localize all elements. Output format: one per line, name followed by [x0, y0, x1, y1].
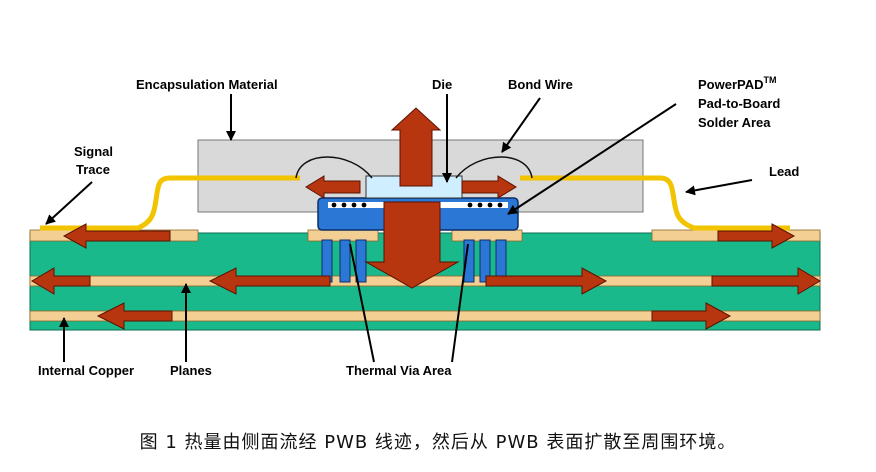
heat-arrow-top-right [717, 223, 796, 249]
heat-arrow-p2-left [96, 302, 173, 330]
powerpad-thermal-diagram: Encapsulation Material Die Bond Wire Pow… [29, 75, 821, 378]
label-internal-copper: Internal Copper [38, 363, 134, 378]
label-powerpad: PowerPADTM [698, 75, 777, 92]
bond-wire-right [455, 156, 533, 179]
heat-arrow-down [364, 201, 460, 289]
figure-caption: 图 1 热量由侧面流经 PWB 线迹，然后从 PWB 表面扩散至周围环境。 [139, 432, 737, 453]
label-planes: Planes [170, 363, 212, 378]
heat-arrow-p1-far-left [31, 267, 91, 295]
label-solder-area: Solder Area [698, 115, 771, 130]
leader-lines [45, 94, 753, 363]
heat-arrow-p1-right [485, 267, 608, 295]
heat-arrow-up [390, 107, 442, 187]
label-lead: Lead [769, 164, 799, 179]
heat-arrows [31, 107, 821, 330]
top-copper-pad-right [451, 229, 523, 242]
heat-arrow-p2-right [651, 302, 732, 330]
heat-arrow-p1-left [208, 267, 331, 295]
label-bond-wire: Bond Wire [508, 77, 573, 92]
internal-plane-2 [29, 310, 821, 322]
top-copper-pad-left [307, 229, 379, 242]
label-thermal-via: Thermal Via Area [346, 363, 452, 378]
label-pad-to-board: Pad-to-Board [698, 96, 780, 111]
heat-arrow-die-left [305, 175, 361, 199]
label-trace: Trace [76, 162, 110, 177]
bond-wire-left [295, 156, 373, 179]
label-signal: Signal [74, 144, 113, 159]
label-encapsulation: Encapsulation Material [136, 77, 278, 92]
label-die: Die [432, 77, 452, 92]
lead-left [40, 175, 300, 231]
heat-arrow-die-right [461, 175, 517, 199]
heat-arrow-top-left [62, 223, 171, 249]
lead-right [520, 175, 790, 231]
heat-arrow-p1-far-right [711, 267, 821, 295]
